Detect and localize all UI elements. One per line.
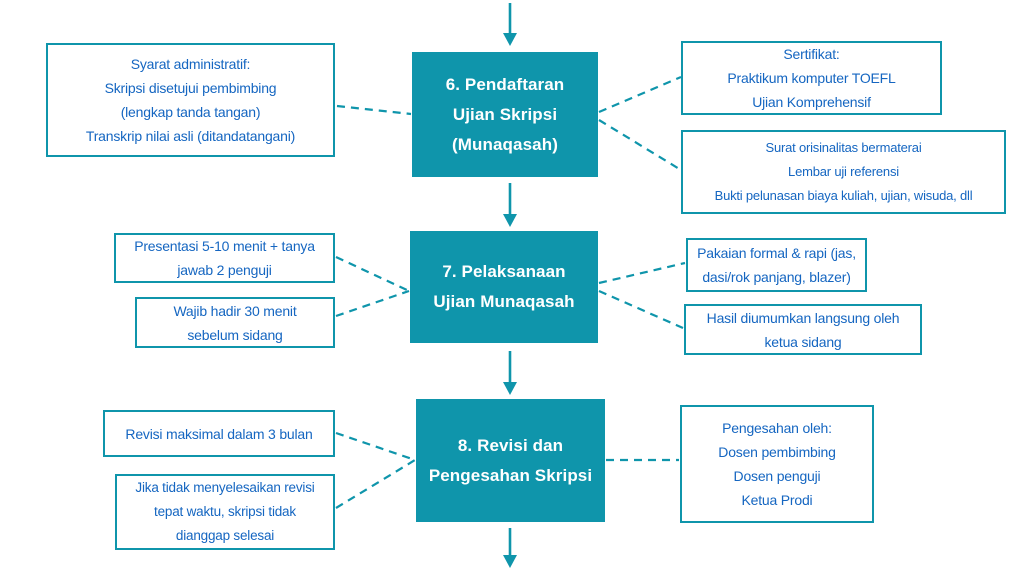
flow-arrow-top [503, 3, 517, 46]
step-box-6-pendaftaran-ujian-skripsi: 6. Pendaftaran Ujian Skripsi (Munaqasah) [412, 52, 598, 177]
note-pengesahan-oleh: Pengesahan oleh: Dosen pembimbing Dosen … [680, 405, 874, 523]
flow-arrow-7-to-8 [503, 351, 517, 395]
note-revisi-maksimal: Revisi maksimal dalam 3 bulan [103, 410, 335, 457]
note-presentasi: Presentasi 5-10 menit + tanya jawab 2 pe… [114, 233, 335, 283]
note-hasil-diumumkan: Hasil diumumkan langsung oleh ketua sida… [684, 304, 922, 355]
step-box-7-pelaksanaan-ujian-munaqasah: 7. Pelaksanaan Ujian Munaqasah [410, 231, 598, 343]
flow-arrow-6-to-7 [503, 183, 517, 227]
note-surat-orisinalitas: Surat orisinalitas bermaterai Lembar uji… [681, 130, 1006, 214]
note-wajib-hadir: Wajib hadir 30 menit sebelum sidang [135, 297, 335, 348]
note-sertifikat: Sertifikat: Praktikum komputer TOEFL Uji… [681, 41, 942, 115]
note-jika-tidak-revisi: Jika tidak menyelesaikan revisi tepat wa… [115, 474, 335, 550]
note-pakaian-formal: Pakaian formal & rapi (jas, dasi/rok pan… [686, 238, 867, 292]
dashed-connector [335, 75, 686, 509]
flow-arrow-bottom [503, 528, 517, 568]
note-syarat-administratif: Syarat administratif: Skripsi disetujui … [46, 43, 335, 157]
step-box-8-revisi-pengesahan-skripsi: 8. Revisi dan Pengesahan Skripsi [416, 399, 605, 522]
